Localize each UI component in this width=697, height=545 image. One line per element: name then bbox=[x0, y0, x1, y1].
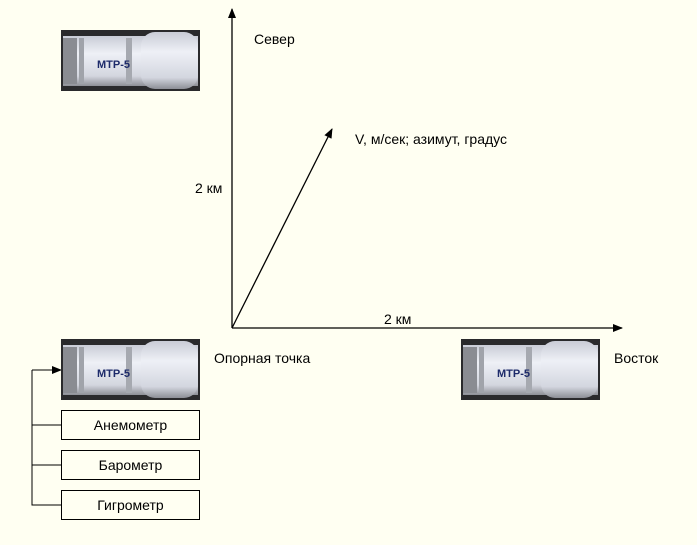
mtp5-device-image: MTP-5 bbox=[61, 339, 200, 400]
vector-label: V, м/сек; азимут, градус bbox=[355, 131, 508, 147]
mtp5-device-north: MTP-5 bbox=[61, 30, 200, 91]
north-label: Север bbox=[254, 31, 295, 47]
svg-text:MTP-5: MTP-5 bbox=[497, 368, 530, 380]
sensor-anemometer: Анемометр bbox=[61, 410, 200, 440]
reference-point-label: Опорная точка bbox=[214, 350, 311, 366]
svg-text:MTP-5: MTP-5 bbox=[97, 368, 130, 380]
mtp5-device-image: MTP-5 bbox=[61, 30, 200, 91]
sensor-hygrometer: Гигрометр bbox=[61, 490, 200, 520]
sensor-barometer: Барометр bbox=[61, 450, 200, 480]
east-label: Восток bbox=[614, 350, 659, 366]
mtp5-device-image: MTP-5 bbox=[461, 339, 600, 400]
mtp5-device-east: MTP-5 bbox=[461, 339, 600, 400]
horizontal-distance-label: 2 км bbox=[384, 311, 412, 327]
svg-text:MTP-5: MTP-5 bbox=[97, 59, 130, 71]
vertical-distance-label: 2 км bbox=[195, 180, 223, 196]
wind-vector-arrow bbox=[231, 128, 333, 329]
mtp5-device-reference: MTP-5 bbox=[61, 339, 200, 400]
